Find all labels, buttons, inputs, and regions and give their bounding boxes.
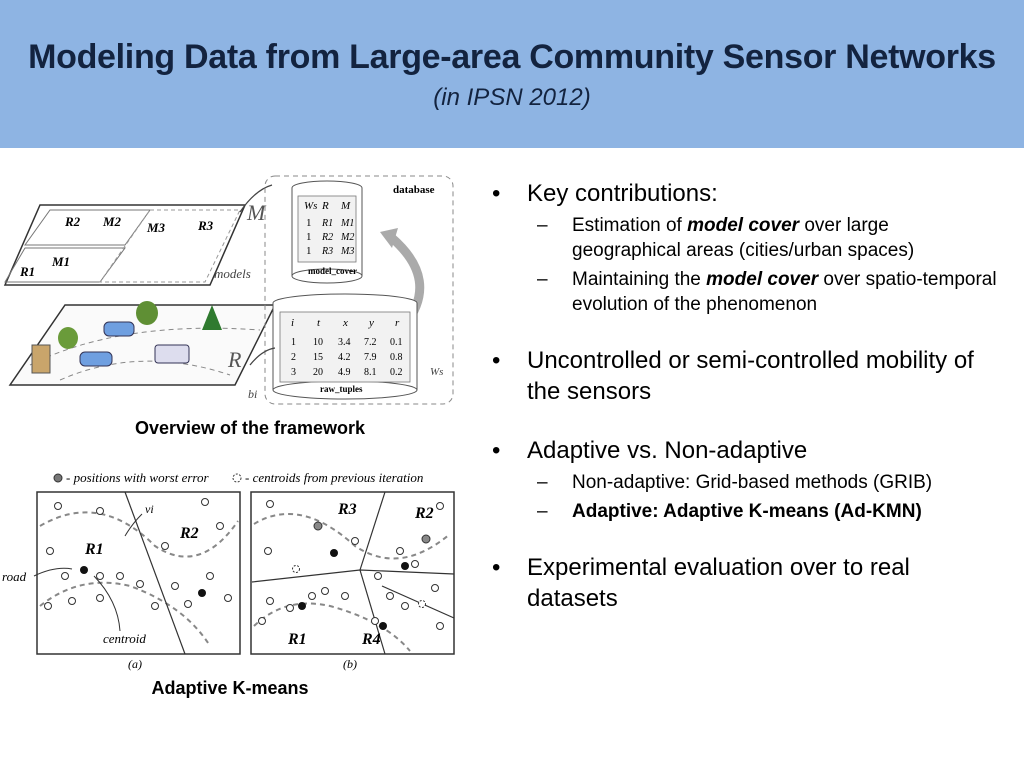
table-cell: 3.4 xyxy=(338,337,351,348)
emphasis-text: model cover xyxy=(706,269,819,290)
region-label: R1 xyxy=(19,264,35,279)
region-label: R4 xyxy=(361,631,381,648)
sub-bullet-item: –Maintaining the model cover over spatio… xyxy=(537,269,997,315)
sub-bullet-item: –Estimation of model cover over large ge… xyxy=(537,215,915,261)
table-cell: 20 xyxy=(313,367,323,378)
table-cell: R3 xyxy=(321,246,333,257)
table-cell: 4.2 xyxy=(338,352,351,363)
bus-icon xyxy=(154,344,190,364)
region-label: R2 xyxy=(414,505,434,522)
slide-header: Modeling Data from Large-area Community … xyxy=(0,0,1024,148)
tree-icon xyxy=(202,305,222,330)
bullet-item: •Experimental evaluation over to real da… xyxy=(492,554,910,612)
region-label: R1 xyxy=(84,541,104,558)
bullet-text: Uncontrolled or semi-controlled mobility… xyxy=(527,347,974,405)
table-cell: R2 xyxy=(321,232,333,243)
region-label: R2 xyxy=(64,214,81,229)
bullet-text: Experimental evaluation over to real dat… xyxy=(527,554,910,612)
region-label: M3 xyxy=(146,220,166,235)
database-label: database xyxy=(393,184,435,196)
bullet-text: Adaptive vs. Non-adaptive xyxy=(527,437,808,464)
database-box xyxy=(264,175,454,405)
table-cell: 1 xyxy=(306,245,312,257)
region-label: R1 xyxy=(287,631,307,648)
table-cell: 0.8 xyxy=(390,352,403,363)
table-cell: 3 xyxy=(291,367,296,378)
table-header: y xyxy=(368,317,374,329)
bullet-item: •Uncontrolled or semi-controlled mobilit… xyxy=(492,347,974,405)
bold-text: Adaptive: Adaptive K-means (Ad-KMN) xyxy=(572,501,922,522)
car-icon xyxy=(79,351,113,367)
bullet-list: •Key contributions: –Estimation of model… xyxy=(492,178,1002,614)
table-cell: 15 xyxy=(313,352,323,363)
table-cell: 0.2 xyxy=(390,367,403,378)
model-cover-label: model_cover xyxy=(308,266,357,276)
symbol-m: M xyxy=(246,200,267,225)
table-cell: 1 xyxy=(291,337,296,348)
bullet-text: Key contributions: xyxy=(527,180,718,207)
legend-worst: - positions with worst error xyxy=(66,470,209,485)
table-header: R xyxy=(321,200,329,212)
sub-bullet-item: –Adaptive: Adaptive K-means (Ad-KMN) xyxy=(537,501,922,522)
raw-tuples-label: raw_tuples xyxy=(320,384,363,394)
sub-bullet-item: –Non-adaptive: Grid-based methods (GRIB) xyxy=(537,472,933,493)
kmeans-caption: Adaptive K-means xyxy=(151,678,309,698)
table-header: Ws xyxy=(304,200,317,212)
table-header: r xyxy=(395,317,400,329)
symbol-r: R xyxy=(227,347,242,372)
table-cell: 0.1 xyxy=(390,337,403,348)
table-cell: 1 xyxy=(306,217,312,229)
panel-b-label: (b) xyxy=(343,657,357,671)
table-header: i xyxy=(291,317,294,329)
slide-title: Modeling Data from Large-area Community … xyxy=(28,38,996,76)
region-label: M1 xyxy=(51,254,70,269)
table-cell: 1 xyxy=(306,231,312,243)
table-cell: 7.9 xyxy=(364,352,377,363)
road-label: road xyxy=(2,569,27,584)
legend-centroids: - centroids from previous iteration xyxy=(245,470,423,485)
table-cell: 8.1 xyxy=(364,367,377,378)
bullet-item: •Key contributions: xyxy=(492,180,718,207)
adaptive-kmeans-figure: - positions with worst error - centroids… xyxy=(2,470,455,671)
table-cell: R1 xyxy=(321,218,333,229)
symbol-bi: bi xyxy=(248,387,257,401)
framework-caption: Overview of the framework xyxy=(134,418,366,438)
symbol-ws: Ws xyxy=(430,366,443,378)
vi-label: vi xyxy=(145,502,154,516)
table-cell: M3 xyxy=(340,246,354,257)
table-cell: 2 xyxy=(291,352,296,363)
tree-icon xyxy=(58,327,78,349)
region-label: R2 xyxy=(179,525,199,542)
panel-a xyxy=(36,491,241,655)
table-cell: 7.2 xyxy=(364,337,377,348)
centroid-label: centroid xyxy=(103,631,146,646)
region-label: R3 xyxy=(197,218,214,233)
table-header: M xyxy=(340,200,351,212)
region-label: M2 xyxy=(102,214,122,229)
table-cell: M2 xyxy=(340,232,354,243)
framework-figure: R2 M2 M3 R3 R1 M1 M models R bi database… xyxy=(3,175,454,405)
table-header: t xyxy=(317,317,321,329)
slide-subtitle: (in IPSN 2012) xyxy=(433,84,591,111)
panel-a-label: (a) xyxy=(128,657,142,671)
table-cell: 4.9 xyxy=(338,367,351,378)
table-cell: M1 xyxy=(340,218,354,229)
bullet-item: •Adaptive vs. Non-adaptive xyxy=(492,437,808,464)
emphasis-text: model cover xyxy=(687,215,800,236)
car-icon xyxy=(103,321,135,337)
region-label: R3 xyxy=(337,501,357,518)
table-header: x xyxy=(342,317,348,329)
tree-icon xyxy=(136,301,158,325)
models-label: models xyxy=(214,266,251,281)
table-cell: 10 xyxy=(313,337,323,348)
building-icon xyxy=(31,344,51,374)
